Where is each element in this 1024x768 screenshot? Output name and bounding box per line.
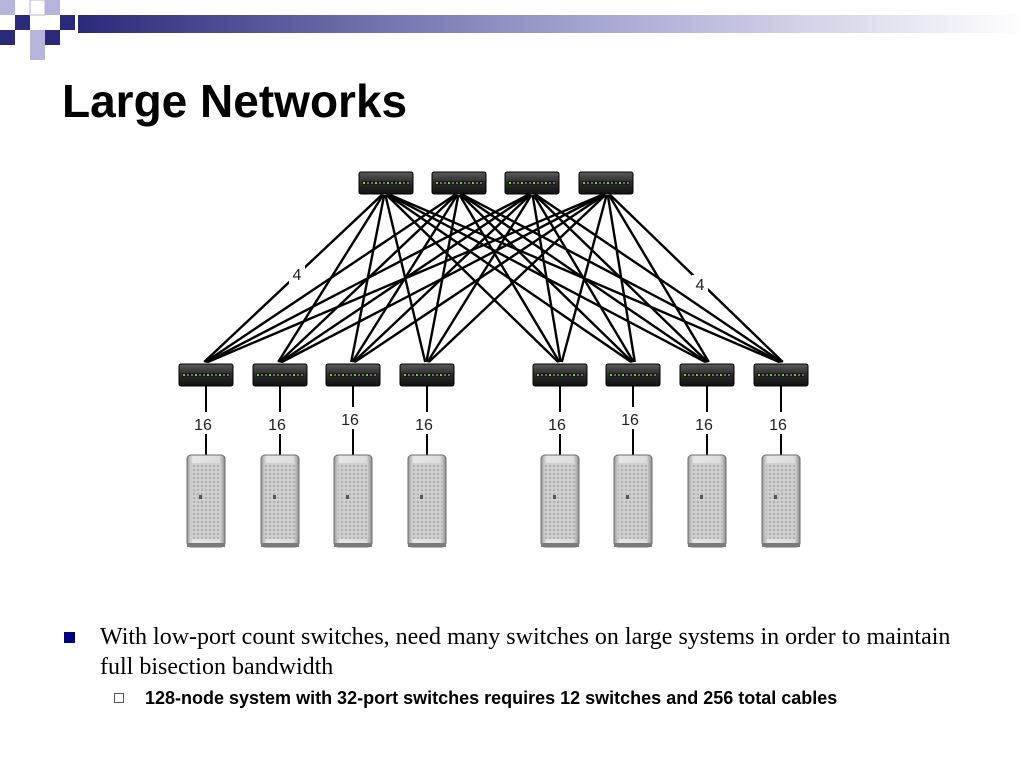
server-link-count-label: 16 (621, 412, 639, 429)
server-tower (687, 454, 727, 548)
server-link-count-label: 16 (341, 412, 359, 429)
server-tower (540, 454, 580, 548)
bullet-item-level2: 128-node system with 32-port switches re… (62, 688, 962, 709)
spine-switch (578, 171, 634, 195)
bullet-square-icon (64, 632, 75, 643)
leaf-switch (679, 363, 735, 387)
bullet-text: With low-port count switches, need many … (100, 624, 951, 680)
server-link-count-label: 16 (268, 417, 286, 434)
server-tower (613, 454, 653, 548)
uplink-cable (427, 194, 607, 363)
server-tower (761, 454, 801, 548)
server-link-count-label: 16 (548, 417, 566, 434)
server-tower (333, 454, 373, 548)
uplink-cable (207, 193, 603, 364)
uplink-cable (385, 194, 560, 363)
spine-switch (504, 171, 560, 195)
uplink-cable (354, 194, 605, 363)
network-nodes (178, 171, 809, 548)
leaf-switch (605, 363, 661, 387)
server-link-count-label: 16 (695, 417, 713, 434)
leaf-switch (325, 363, 381, 387)
uplink-cable (204, 194, 456, 363)
sub-bullet-text: 128-node system with 32-port switches re… (145, 688, 838, 708)
server-tower (186, 454, 226, 548)
cable-links (190, 193, 791, 455)
bullet-list: With low-port count switches, need many … (62, 622, 962, 709)
leaf-switch (399, 363, 455, 387)
server-link-count-label: 16 (194, 417, 212, 434)
bullet-item-level1: With low-port count switches, need many … (62, 622, 962, 682)
leaf-switch (532, 363, 588, 387)
server-link-count-label: 16 (415, 417, 433, 434)
uplink-cable (560, 194, 608, 363)
network-topology-diagram: 16 16 16 16 16 16 16 16 4 4 (178, 171, 809, 548)
bullet-hollow-square-icon (114, 693, 124, 703)
leaf-switch (252, 363, 308, 387)
uplink-cable (606, 194, 636, 363)
corner-decoration (0, 0, 1024, 60)
uplink-cable (607, 194, 710, 363)
server-tower (407, 454, 447, 548)
leaf-switch (178, 363, 234, 387)
uplink-count-label: 4 (293, 267, 302, 284)
server-link-count-label: 16 (769, 417, 787, 434)
server-tower (260, 454, 300, 548)
uplink-count-label: 4 (696, 277, 705, 294)
leaf-switch (753, 363, 809, 387)
spine-switch (358, 171, 414, 195)
uplink-cable (206, 193, 529, 364)
link-labels: 16 16 16 16 16 16 16 16 4 4 (194, 265, 787, 434)
slide-title: Large Networks (62, 75, 408, 127)
uplink-cable (281, 193, 604, 364)
spine-switch (431, 171, 487, 195)
